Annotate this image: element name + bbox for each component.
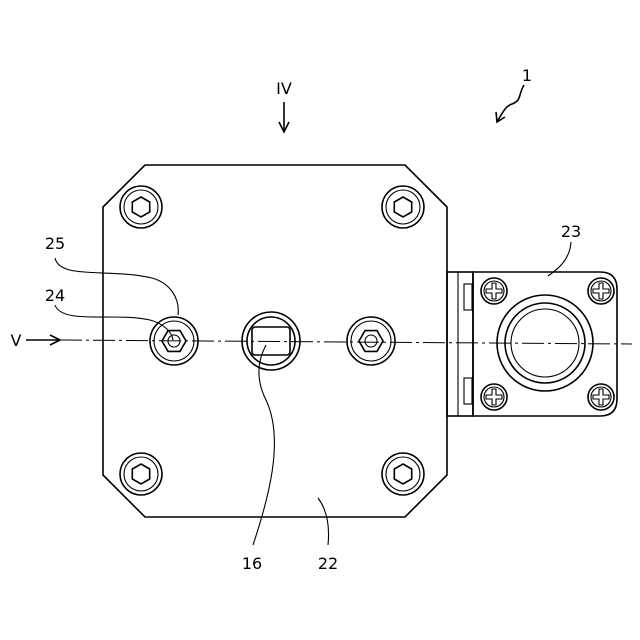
assembly-arrow [496, 85, 524, 122]
corner-bolt-top-right [382, 186, 424, 228]
label-ref-24: 24 [45, 286, 65, 305]
corner-bolt-top-left [120, 186, 162, 228]
label-ref-25: 25 [45, 234, 65, 253]
label-ref-23: 23 [561, 222, 581, 241]
corner-bolt-bottom-left [120, 453, 162, 495]
leader-16 [253, 345, 274, 545]
screw-top-right [588, 278, 614, 304]
label-view-iv: IV [276, 79, 292, 98]
center-line [60, 340, 632, 344]
view-arrow-v [26, 335, 60, 345]
leader-25 [55, 258, 178, 315]
nut-right [347, 317, 395, 365]
screw-top-left [481, 278, 507, 304]
label-view-v: V [11, 331, 22, 350]
screw-bottom-left [481, 384, 507, 410]
corner-bolt-bottom-right [382, 453, 424, 495]
label-ref-16: 16 [242, 554, 262, 573]
label-assembly-1: 1 [522, 66, 532, 85]
view-arrow-iv [279, 102, 289, 132]
leader-22 [318, 498, 329, 545]
leader-23 [548, 242, 571, 276]
label-ref-22: 22 [318, 554, 338, 573]
screw-bottom-right [588, 384, 614, 410]
